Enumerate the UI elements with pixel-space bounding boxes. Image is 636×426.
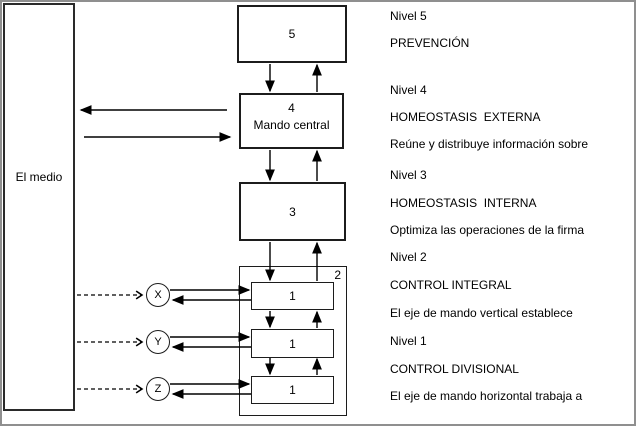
division-box-middle: 1 bbox=[251, 329, 334, 358]
circle-y-label: Y bbox=[154, 336, 162, 348]
annotation-control-integral: CONTROL INTEGRAL bbox=[390, 278, 512, 292]
annotation-eje-horizontal: El eje de mando horizontal trabaja a bbox=[390, 389, 583, 403]
annotation-nivel-2: Nivel 2 bbox=[390, 250, 427, 264]
division-box-top: 1 bbox=[251, 282, 334, 310]
annotation-eje-vertical: El eje de mando vertical establece bbox=[390, 306, 573, 320]
annotation-homeostasis-interna: HOMEOSTASIS INTERNA bbox=[390, 196, 537, 210]
environment-circle-y: Y bbox=[146, 330, 170, 354]
level4-box: 4 Mando central bbox=[239, 93, 344, 149]
environment-box: El medio bbox=[3, 3, 75, 411]
annotation-prevencion: PREVENCIÓN bbox=[390, 36, 470, 50]
division-middle-number: 1 bbox=[289, 336, 296, 351]
annotation-optimiza-operaciones: Optimiza las operaciones de la firma bbox=[390, 223, 585, 237]
annotation-homeostasis-externa: HOMEOSTASIS EXTERNA bbox=[390, 110, 541, 124]
annotation-control-divisional: CONTROL DIVISIONAL bbox=[390, 362, 519, 376]
annotation-reune-distribuye: Reúne y distribuye información sobre bbox=[390, 137, 589, 151]
level5-box: 5 bbox=[237, 5, 347, 63]
level4-label: Mando central bbox=[253, 118, 330, 132]
environment-label: El medio bbox=[15, 170, 63, 184]
level3-number: 3 bbox=[289, 204, 296, 219]
division-top-number: 1 bbox=[289, 289, 296, 303]
division-bottom-number: 1 bbox=[289, 383, 296, 397]
environment-circle-x: X bbox=[146, 283, 170, 307]
level5-number: 5 bbox=[288, 27, 296, 41]
division-box-bottom: 1 bbox=[251, 376, 334, 404]
level4-number: 4 bbox=[288, 101, 295, 115]
annotation-nivel-5: Nivel 5 bbox=[390, 9, 427, 23]
circle-z-label: Z bbox=[154, 383, 162, 395]
annotation-nivel-1: Nivel 1 bbox=[390, 334, 427, 348]
circle-x-label: X bbox=[154, 289, 162, 301]
level2-number: 2 bbox=[334, 268, 341, 282]
environment-circle-z: Z bbox=[146, 377, 170, 401]
level3-box: 3 bbox=[239, 182, 346, 241]
annotation-nivel-4: Nivel 4 bbox=[390, 83, 427, 97]
annotation-nivel-3: Nivel 3 bbox=[390, 168, 427, 182]
